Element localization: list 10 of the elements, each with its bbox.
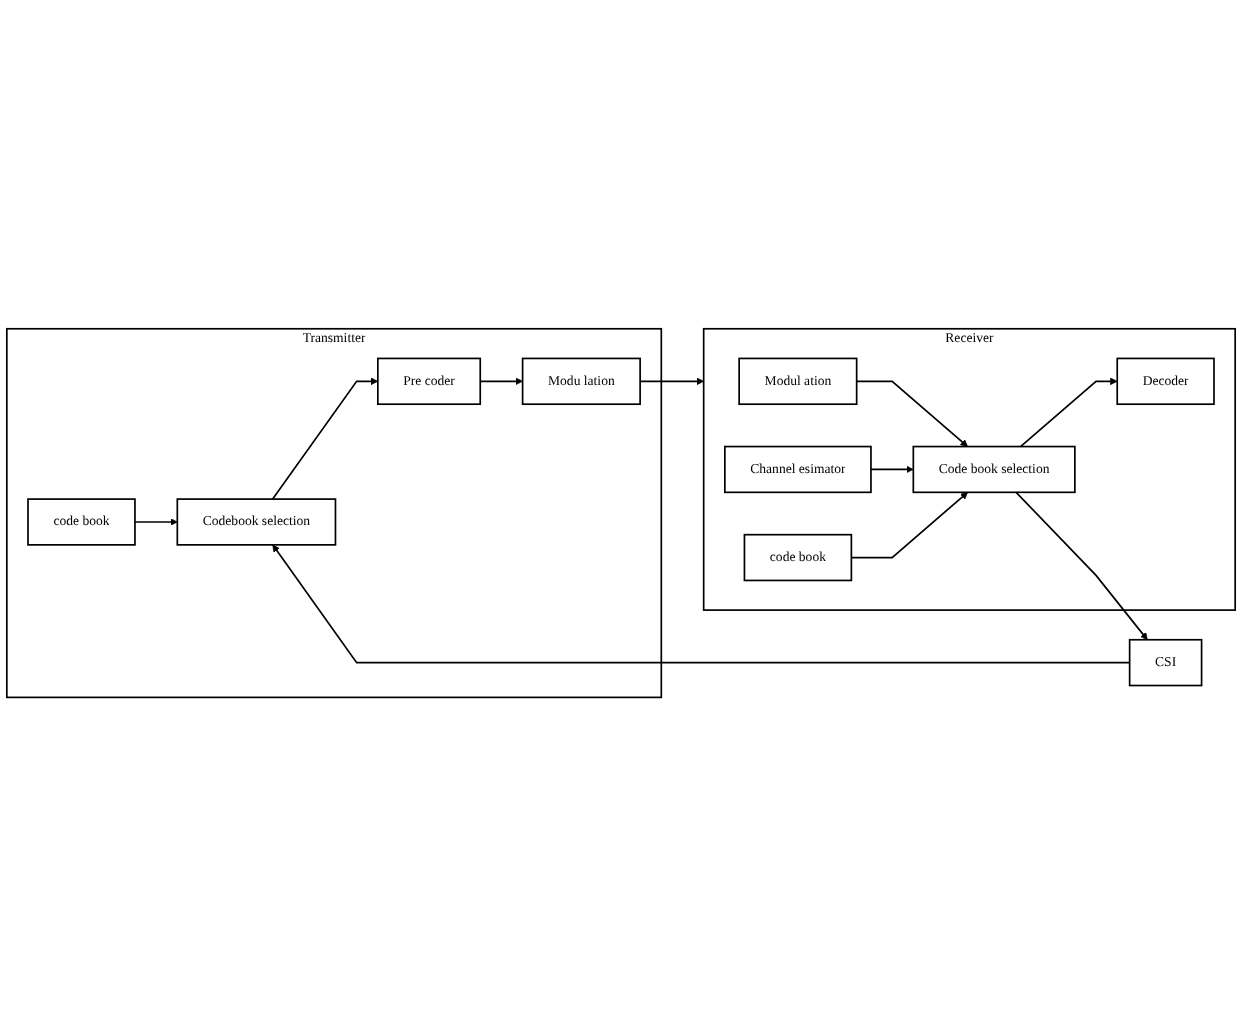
arrow <box>134 518 178 526</box>
arrow <box>1015 491 1148 640</box>
arrow <box>272 544 1131 664</box>
arrow <box>855 380 968 447</box>
arrow <box>870 465 914 474</box>
arrow <box>1019 377 1118 448</box>
arrow <box>479 377 523 385</box>
arrow <box>271 377 379 500</box>
arrow <box>639 377 704 385</box>
arrow <box>850 491 968 559</box>
